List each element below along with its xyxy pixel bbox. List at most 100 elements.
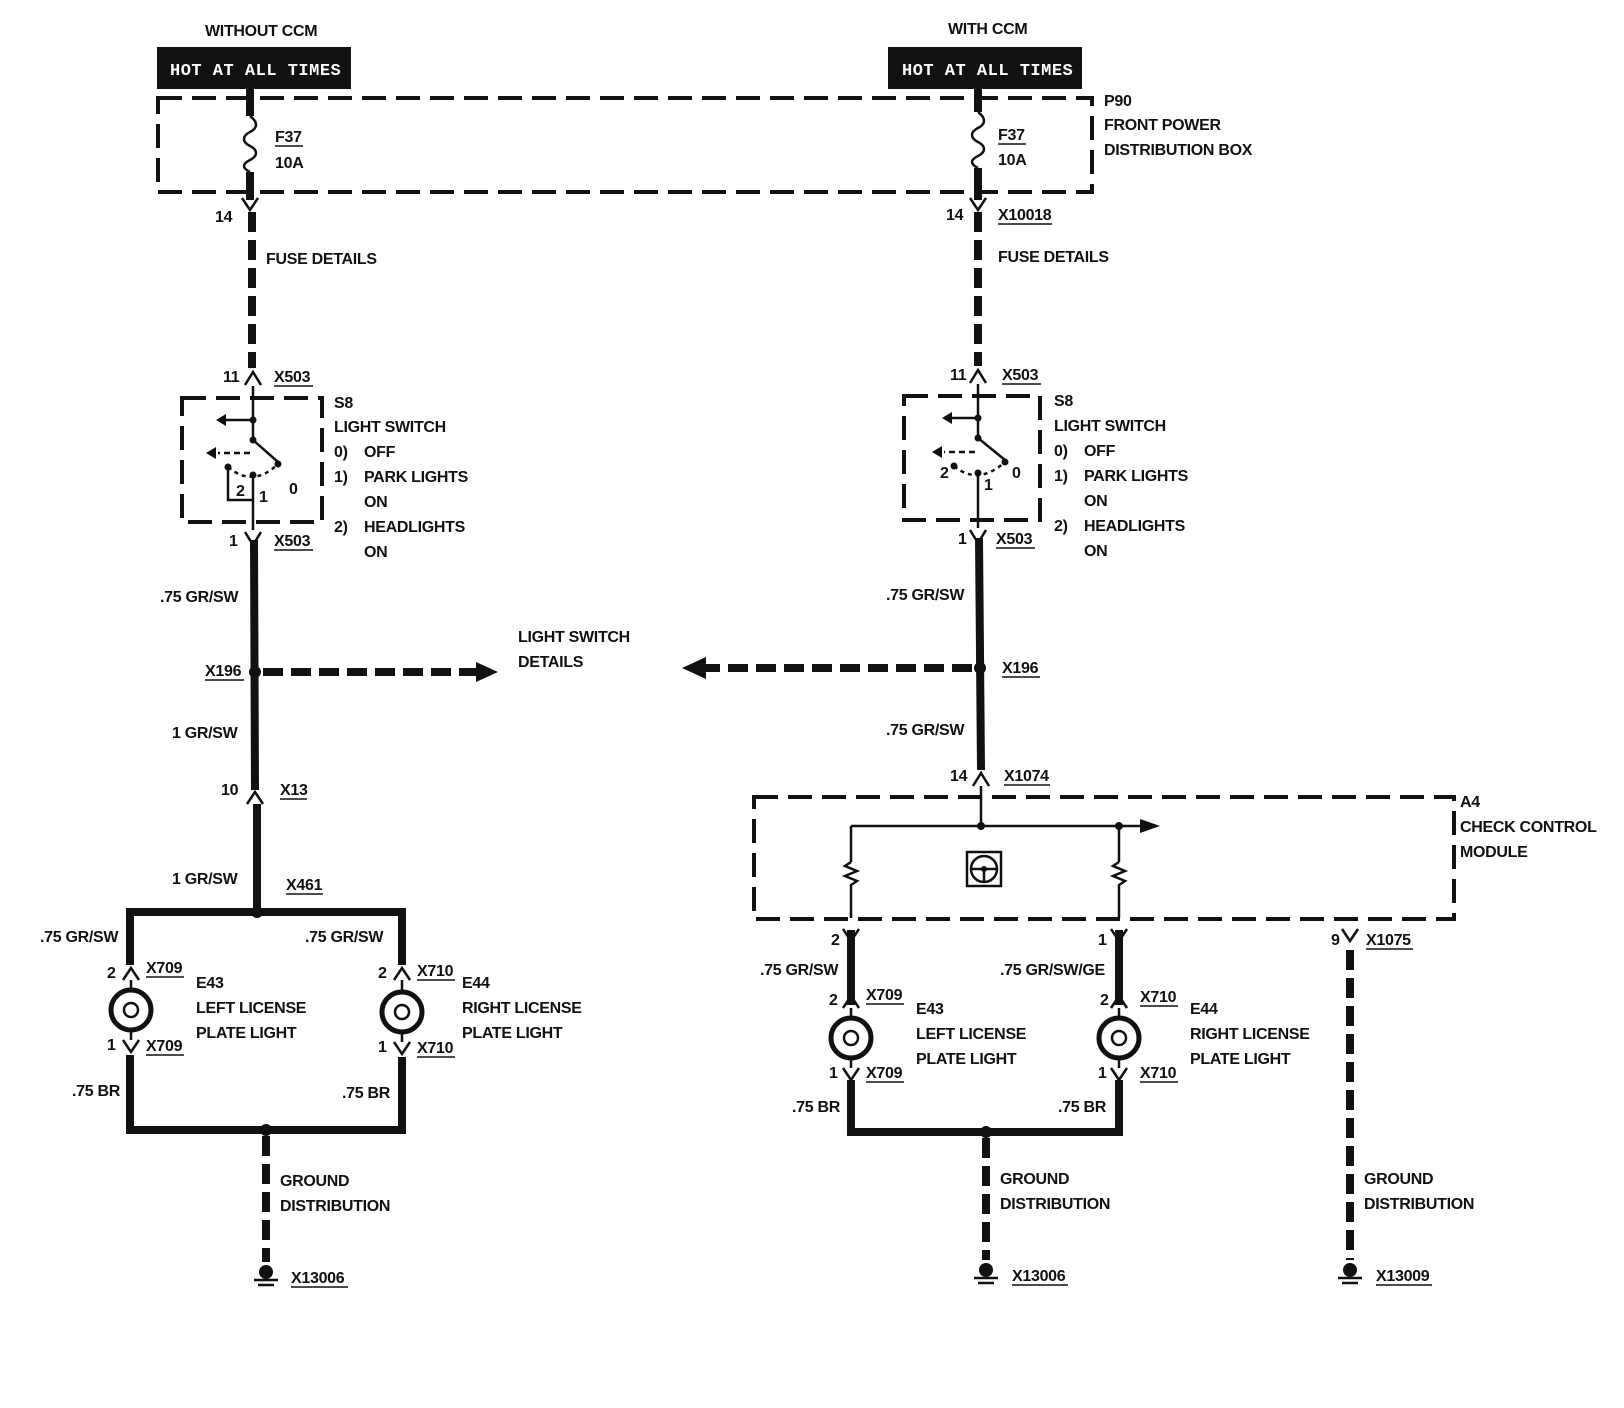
left-e43-x709-bot: X709 [146,1038,183,1055]
left-wire-3: 1 GR/SW [172,871,239,888]
left-fuse-details: FUSE DETAILS [266,251,377,268]
left-pin-14: 14 [215,209,233,226]
right-wire-2: .75 GR/SW [886,722,965,739]
p90-box [156,96,1094,194]
left-hot-label: HOT AT ALL TIMES [170,62,341,81]
right-e43-name-1: LEFT LICENSE [916,1026,1027,1043]
left-opt1-b: ON [364,494,387,511]
left-x503-top: X503 [274,369,311,386]
left-hot-box [157,47,351,89]
p90-name-1: FRONT POWER [1104,117,1221,134]
right-opt2-b: ON [1084,543,1107,560]
left-wire-2: 1 GR/SW [172,725,239,742]
left-opt2-a: HEADLIGHTS [364,519,466,536]
right-e44-x710-top: X710 [1140,989,1177,1006]
right-e44-pin1: 1 [1098,1065,1107,1082]
right-wire-1: .75 GR/SW [886,587,965,604]
lsd-label-2: DETAILS [518,654,584,671]
left-opt0: OFF [364,444,396,461]
right-opt1-b: ON [1084,493,1107,510]
right-title: WITH CCM [948,21,1027,38]
right-x503-bot: X503 [996,531,1033,548]
left-e44-x710-bot: X710 [417,1040,454,1057]
right-fuse-name: F37 [998,127,1025,144]
left-title: WITHOUT CCM [205,23,317,40]
right-x10018: X10018 [998,207,1052,224]
left-e43-pin1: 1 [107,1037,116,1054]
left-s8-id: S8 [334,395,353,412]
right-s8-id: S8 [1054,393,1073,410]
left-opt1-num: 1) [334,469,348,486]
left-e44-pin1: 1 [378,1039,387,1056]
right-sw-pos-0: 0 [1012,465,1021,482]
left-ground-icon [254,1265,278,1287]
left-e44-name-2: PLATE LIGHT [462,1025,563,1042]
left-sw-pos-2: 2 [236,483,245,500]
left-pin-1: 1 [229,533,238,550]
right-e44-id: E44 [1190,1001,1218,1018]
left-e43-lamp-icon [108,980,154,1040]
left-opt1-a: PARK LIGHTS [364,469,469,486]
left-e43-x709-top: X709 [146,960,183,977]
right-e44-lamp-icon [1096,1008,1142,1068]
left-x13: X13 [280,782,308,799]
left-e43-name-2: PLATE LIGHT [196,1025,297,1042]
right-hot-label: HOT AT ALL TIMES [902,62,1073,81]
left-switch-name: LIGHT SWITCH [334,419,446,436]
right-e44-pin2: 2 [1100,992,1109,1009]
right-e44-x710-bot: X710 [1140,1065,1177,1082]
right-opt0-num: 0) [1054,443,1068,460]
right-out-pin9: 9 [1331,932,1340,949]
right-ground-1: GROUND [1000,1171,1069,1188]
right-x196: X196 [1002,660,1039,677]
right-opt0: OFF [1084,443,1116,460]
right-sw-pos-1: 1 [984,477,993,494]
left-opt2-b: ON [364,544,387,561]
right-pin-1: 1 [958,531,967,548]
left-pin-11: 11 [223,369,240,386]
right-e43-lamp-icon [828,1008,874,1068]
right-e44-name-1: RIGHT LICENSE [1190,1026,1310,1043]
lsd-label-1: LIGHT SWITCH [518,629,630,646]
right-a4-internal [841,786,1160,918]
left-e44-pin2: 2 [378,965,387,982]
left-opt0-num: 0) [334,444,348,461]
right-out-pin2: 2 [831,932,840,949]
right-a4-name-2: MODULE [1460,844,1528,861]
right-ground-2b: DISTRIBUTION [1364,1196,1474,1213]
left-ground-1: GROUND [280,1173,349,1190]
right-opt2-num: 2) [1054,518,1068,535]
right-ground-icon [974,1263,998,1285]
right-fuse-details: FUSE DETAILS [998,249,1109,266]
right-pin-14b: 14 [950,768,968,785]
right-e43-x709-bot: X709 [866,1065,903,1082]
right-opt1-num: 1) [1054,468,1068,485]
left-wire-left: .75 GR/SW [40,929,119,946]
right-out-pin1: 1 [1098,932,1107,949]
right-e44-name-2: PLATE LIGHT [1190,1051,1291,1068]
right-a4-name-1: CHECK CONTROL [1460,819,1597,836]
p90-name-2: DISTRIBUTION BOX [1104,142,1253,159]
right-pin-11: 11 [950,367,967,384]
right-opt1-a: PARK LIGHTS [1084,468,1189,485]
left-x196: X196 [205,663,242,680]
right-fuse-rating: 10A [998,152,1027,169]
left-switch-symbol [206,386,282,530]
left-br-left: .75 BR [72,1083,121,1100]
left-e44-name-1: RIGHT LICENSE [462,1000,582,1017]
left-wire-right: .75 GR/SW [305,929,384,946]
right-ground-2: DISTRIBUTION [1000,1196,1110,1213]
right-wire-right: .75 GR/SW/GE [1000,962,1105,979]
left-fuse-name: F37 [275,129,302,146]
left-sw-pos-0: 0 [289,481,298,498]
right-e43-name-2: PLATE LIGHT [916,1051,1017,1068]
left-sw-pos-1: 1 [259,489,268,506]
left-br-right: .75 BR [342,1085,391,1102]
right-wire-left: .75 GR/SW [760,962,839,979]
left-e44-x710-top: X710 [417,963,454,980]
right-ground-1b: GROUND [1364,1171,1433,1188]
right-x1074: X1074 [1004,768,1049,785]
left-ground-id: X13006 [291,1270,345,1287]
right-e43-x709-top: X709 [866,987,903,1004]
